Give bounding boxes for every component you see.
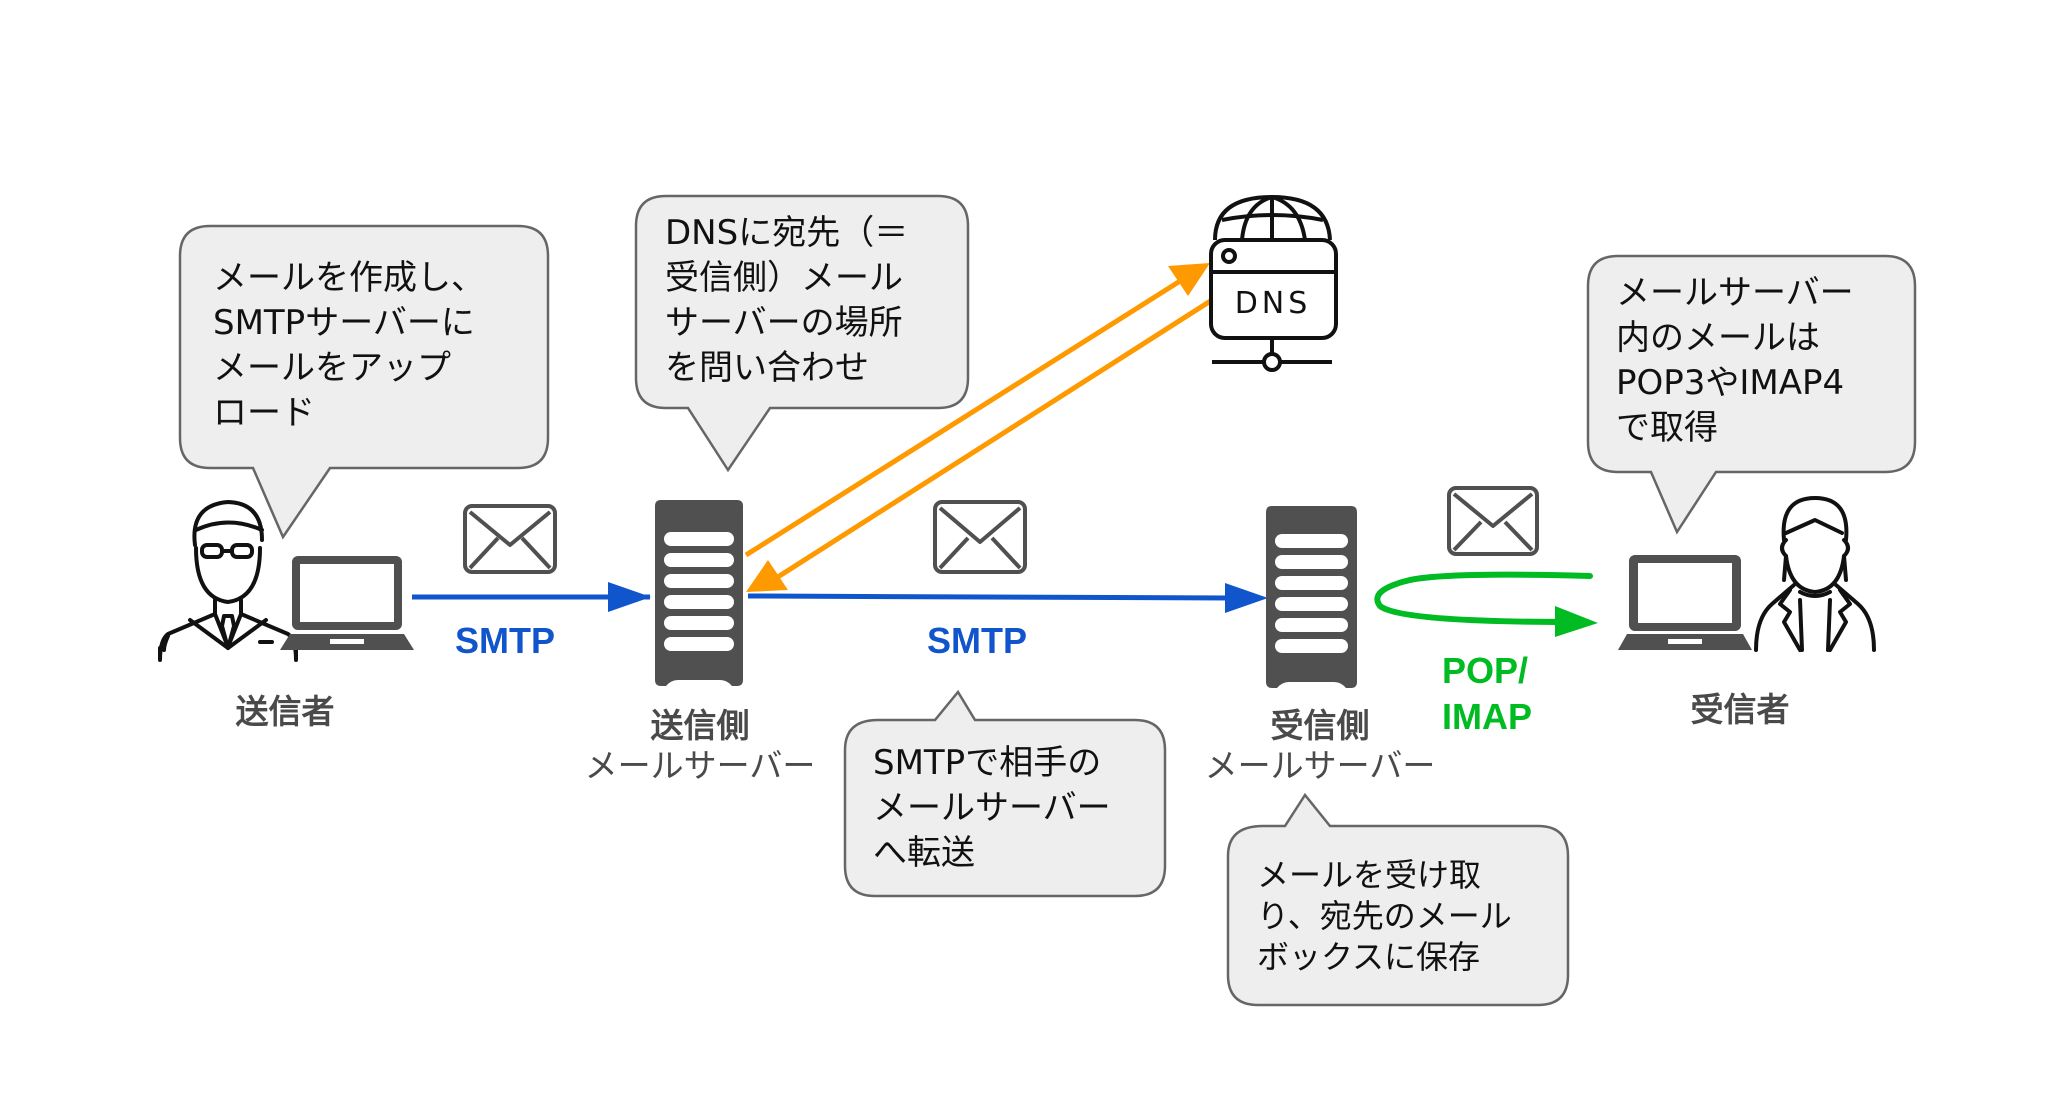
pop-imap-arrowhead (1555, 606, 1598, 637)
receiving-server-label-line: 受信側 (1270, 706, 1370, 745)
dns-query-arrow (744, 273, 1190, 558)
callout-line: メールサーバー (1616, 273, 1854, 313)
businesswoman-icon (1754, 496, 1876, 652)
callout-text-dns-lookup: DNSに宛先（＝ 受信側）メール サーバーの場所 を問い合わせ (665, 211, 908, 391)
callout-line: を問い合わせ (665, 348, 869, 388)
callout-line: ロード (213, 393, 315, 433)
callout-bubble-sender (178, 224, 550, 540)
callout-line: 受信側）メール (665, 258, 903, 298)
callout-line: メールを作成し、 (213, 258, 485, 298)
callout-text-sender: メールを作成し、 SMTPサーバーに メールをアップ ロード (213, 256, 485, 436)
sending-server-label: 送信側 メールサーバー (570, 706, 830, 786)
receiving-server-icon (1266, 506, 1357, 688)
businessman-icon (158, 500, 298, 662)
envelope-icon (1447, 486, 1539, 556)
dns-response-arrow (768, 297, 1214, 585)
callout-line: 内のメールは (1616, 318, 1820, 358)
pop-imap-arrow (1374, 571, 1593, 625)
callout-text-recipient: メールサーバー 内のメールは POP3やIMAP4 で取得 (1616, 271, 1854, 451)
callout-bubble-receive-store (1226, 792, 1570, 1007)
callout-text-smtp-forward: SMTPで相手の メールサーバー へ転送 (873, 741, 1111, 876)
callout-line: SMTPで相手の (873, 743, 1102, 783)
receiving-server-label: 受信側 メールサーバー (1190, 706, 1450, 786)
recipient-label: 受信者 (1690, 690, 1790, 729)
callout-line: へ転送 (873, 833, 975, 873)
sender-laptop-icon (280, 556, 414, 650)
callout-line: り、宛先のメール (1257, 897, 1512, 935)
pop-imap-label: POP/ IMAP (1442, 648, 1532, 740)
smtp-arrowhead-1 (608, 582, 651, 612)
callout-line: ボックスに保存 (1257, 938, 1481, 976)
dns-query-arrowhead (1168, 263, 1210, 296)
smtp-label-1: SMTP (455, 620, 556, 661)
callout-line: SMTPサーバーに (213, 303, 475, 343)
callout-text-receive-store: メールを受け取 り、宛先のメール ボックスに保存 (1257, 855, 1512, 978)
callout-line: サーバーの場所 (665, 303, 903, 343)
sending-server-label-line: メールサーバー (584, 746, 816, 785)
envelope-icon (933, 500, 1027, 574)
dns-response-arrowhead (746, 560, 788, 592)
dns-server-globe-icon (1209, 195, 1338, 372)
callout-line: DNSに宛先（＝ (665, 213, 909, 253)
envelope-icon (463, 504, 557, 574)
sender-label: 送信者 (235, 692, 335, 731)
callout-line: POP3やIMAP4 (1616, 363, 1845, 403)
smtp-arrow-server-to-server (747, 593, 1231, 601)
callout-bubble-recipient (1586, 254, 1917, 535)
receiving-server-label-line: メールサーバー (1204, 746, 1436, 785)
sending-server-label-line: 送信側 (650, 706, 750, 745)
recipient-laptop-icon (1618, 555, 1752, 650)
pop-imap-label-line: POP/ (1442, 650, 1529, 691)
sending-server-icon (655, 500, 743, 686)
callout-line: メールをアップ (213, 348, 451, 388)
dns-icon-label: DNS (1235, 286, 1312, 321)
callout-bubble-smtp-forward (843, 689, 1167, 898)
callout-line: メールを受け取 (1257, 856, 1482, 894)
callout-line: メールサーバー (873, 788, 1111, 828)
smtp-label-2: SMTP (927, 620, 1028, 661)
callout-bubble-dns-lookup (634, 194, 970, 473)
pop-imap-label-line: IMAP (1442, 696, 1532, 737)
callout-line: で取得 (1616, 408, 1718, 448)
smtp-arrowhead-2 (1225, 583, 1268, 613)
